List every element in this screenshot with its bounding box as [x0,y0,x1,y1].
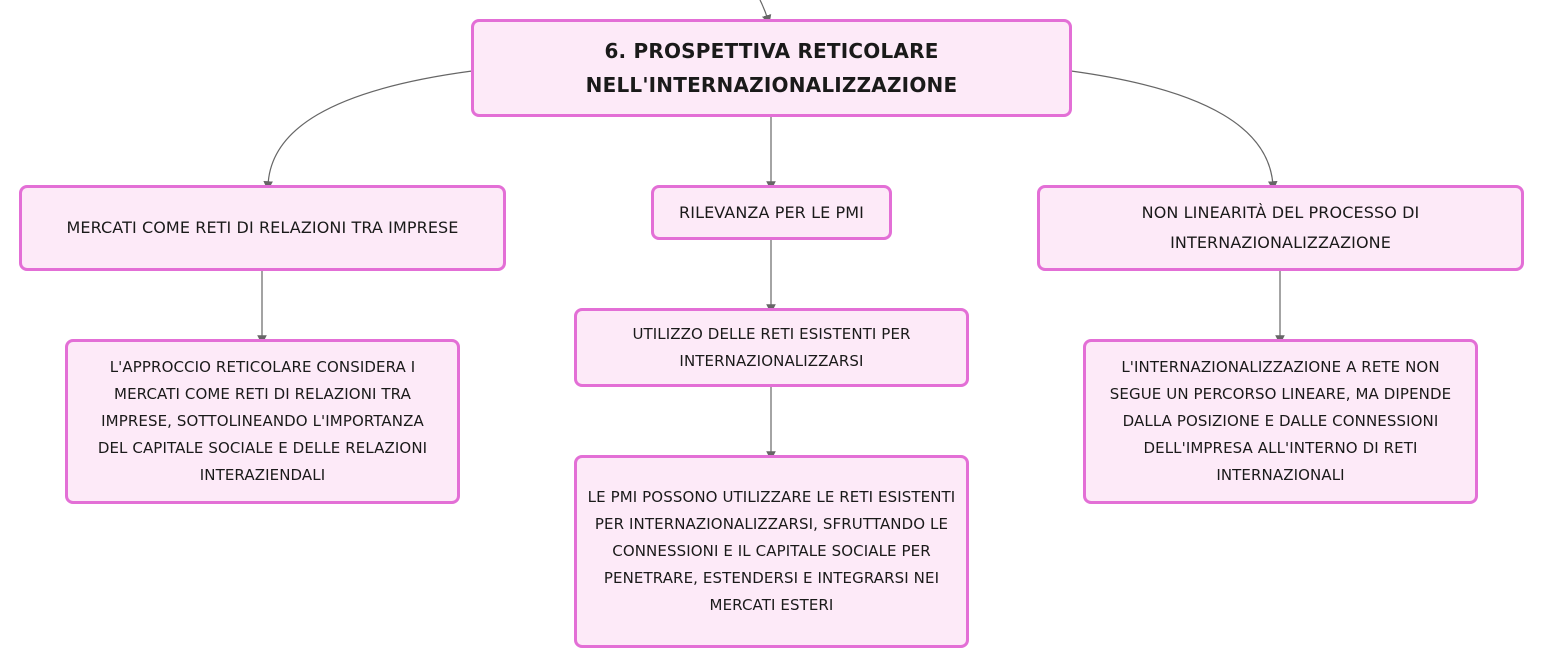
edge-parent-to-root [759,0,772,25]
branch-2-label: RILEVANZA PER LE PMI [679,202,864,222]
branch-node-2[interactable]: RILEVANZA PER LE PMI [651,185,892,240]
branch-2-child-2-text: LE PMI POSSONO UTILIZZARE LE RETI ESISTE… [587,488,956,614]
edge-root-to-branch-1 [263,70,473,191]
root-title: 6. PROSPETTIVA RETICOLARE NELL'INTERNAZI… [585,39,958,97]
branch-1-child-node[interactable]: L'APPROCCIO RETICOLARE CONSIDERA I MERCA… [65,339,460,504]
branch-2-child-1-text: UTILIZZO DELLE RETI ESISTENTI PER INTERN… [632,324,911,370]
branch-1-label: MERCATI COME RETI DI RELAZIONI TRA IMPRE… [66,218,459,237]
branch-3-child-text: L'INTERNAZIONALIZZAZIONE A RETE NON SEGU… [1109,358,1452,484]
branch-3-child-node[interactable]: L'INTERNAZIONALIZZAZIONE A RETE NON SEGU… [1083,339,1478,504]
branch-node-3[interactable]: NON LINEARITÀ DEL PROCESSO DI INTERNAZIO… [1037,185,1524,271]
branch-1-child-text: L'APPROCCIO RETICOLARE CONSIDERA I MERCA… [97,358,428,484]
edge-root-to-branch-3 [1070,70,1278,191]
branch-node-1[interactable]: MERCATI COME RETI DI RELAZIONI TRA IMPRE… [19,185,506,271]
branch-2-child-2-node[interactable]: LE PMI POSSONO UTILIZZARE LE RETI ESISTE… [574,455,969,648]
root-node[interactable]: 6. PROSPETTIVA RETICOLARE NELL'INTERNAZI… [471,19,1072,117]
branch-2-child-1-node[interactable]: UTILIZZO DELLE RETI ESISTENTI PER INTERN… [574,308,969,387]
branch-3-label: NON LINEARITÀ DEL PROCESSO DI INTERNAZIO… [1141,203,1420,252]
